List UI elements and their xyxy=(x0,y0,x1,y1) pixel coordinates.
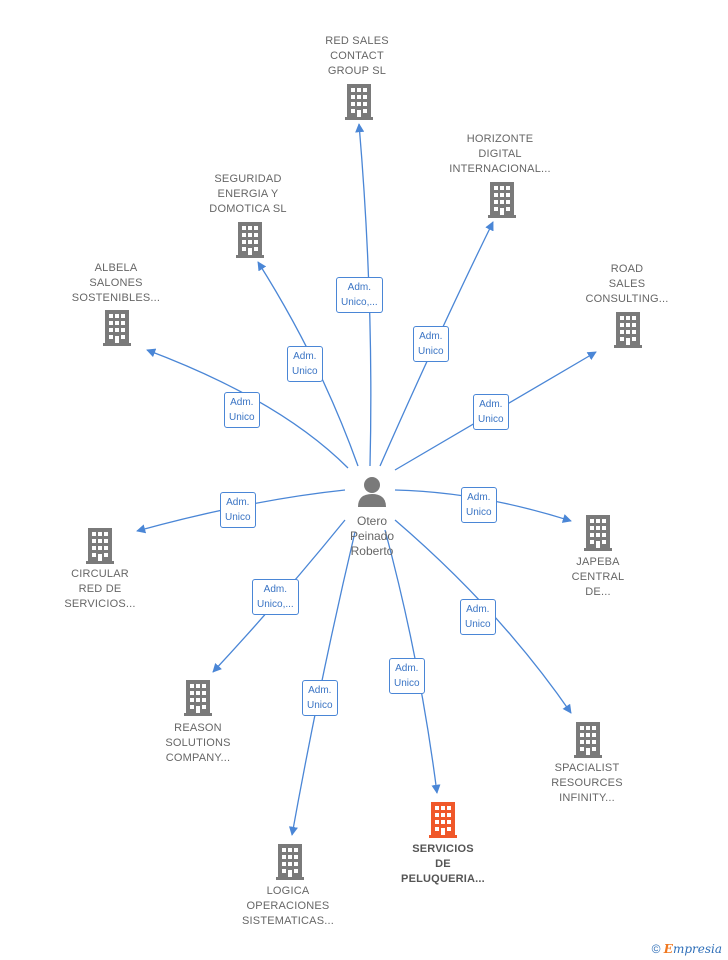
building-icon[interactable] xyxy=(183,680,213,716)
company-label-japeba[interactable]: JAPEBA CENTRAL DE... xyxy=(571,556,625,598)
company-label-horizonte[interactable]: HORIZONTE DIGITAL INTERNACIONAL... xyxy=(449,133,551,175)
building-icon[interactable] xyxy=(344,84,374,120)
role-label-circular: Adm. Unico xyxy=(220,492,256,528)
company-label-circular[interactable]: CIRCULAR RED DE SERVICIOS... xyxy=(64,568,136,610)
building-icon[interactable] xyxy=(583,515,613,551)
center-person-name[interactable]: Otero Peinado Roberto xyxy=(349,514,395,558)
role-label-road-sales: Adm. Unico xyxy=(473,394,509,430)
company-label-seguridad[interactable]: SEGURIDAD ENERGIA Y DOMOTICA SL xyxy=(209,173,287,215)
company-label-road-sales[interactable]: ROAD SALES CONSULTING... xyxy=(585,263,669,305)
building-icon[interactable] xyxy=(235,222,265,258)
role-label-spacialist: Adm. Unico xyxy=(460,599,496,635)
company-label-red-sales[interactable]: RED SALES CONTACT GROUP SL xyxy=(325,35,389,77)
role-label-red-sales: Adm. Unico,... xyxy=(336,277,383,313)
company-label-albela[interactable]: ALBELA SALONES SOSTENIBLES... xyxy=(71,262,161,304)
footer-brand[interactable]: © Empresia xyxy=(652,942,722,956)
building-icon[interactable] xyxy=(102,310,132,346)
building-icon[interactable] xyxy=(85,528,115,564)
company-label-logica[interactable]: LOGICA OPERACIONES SISTEMATICAS... xyxy=(241,885,335,927)
role-label-servicios: Adm. Unico xyxy=(389,658,425,694)
company-label-reason[interactable]: REASON SOLUTIONS COMPANY... xyxy=(165,722,231,764)
role-label-seguridad: Adm. Unico xyxy=(287,346,323,382)
building-icon[interactable] xyxy=(613,312,643,348)
company-label-spacialist[interactable]: SPACIALIST RESOURCES INFINITY... xyxy=(551,762,623,804)
brand-logo: Empresia xyxy=(663,942,722,956)
building-icon[interactable] xyxy=(487,182,517,218)
role-label-japeba: Adm. Unico xyxy=(461,487,497,523)
role-label-logica: Adm. Unico xyxy=(302,680,338,716)
building-icon[interactable] xyxy=(428,802,458,838)
person-icon xyxy=(358,477,386,507)
role-label-horizonte: Adm. Unico xyxy=(413,326,449,362)
building-icon[interactable] xyxy=(573,722,603,758)
role-label-albela: Adm. Unico xyxy=(224,392,260,428)
building-icon[interactable] xyxy=(275,844,305,880)
company-label-servicios[interactable]: SERVICIOS DE PELUQUERIA... xyxy=(401,843,485,885)
role-label-reason: Adm. Unico,... xyxy=(252,579,299,615)
copyright-icon: © xyxy=(651,942,661,956)
edge-albela xyxy=(146,348,349,469)
